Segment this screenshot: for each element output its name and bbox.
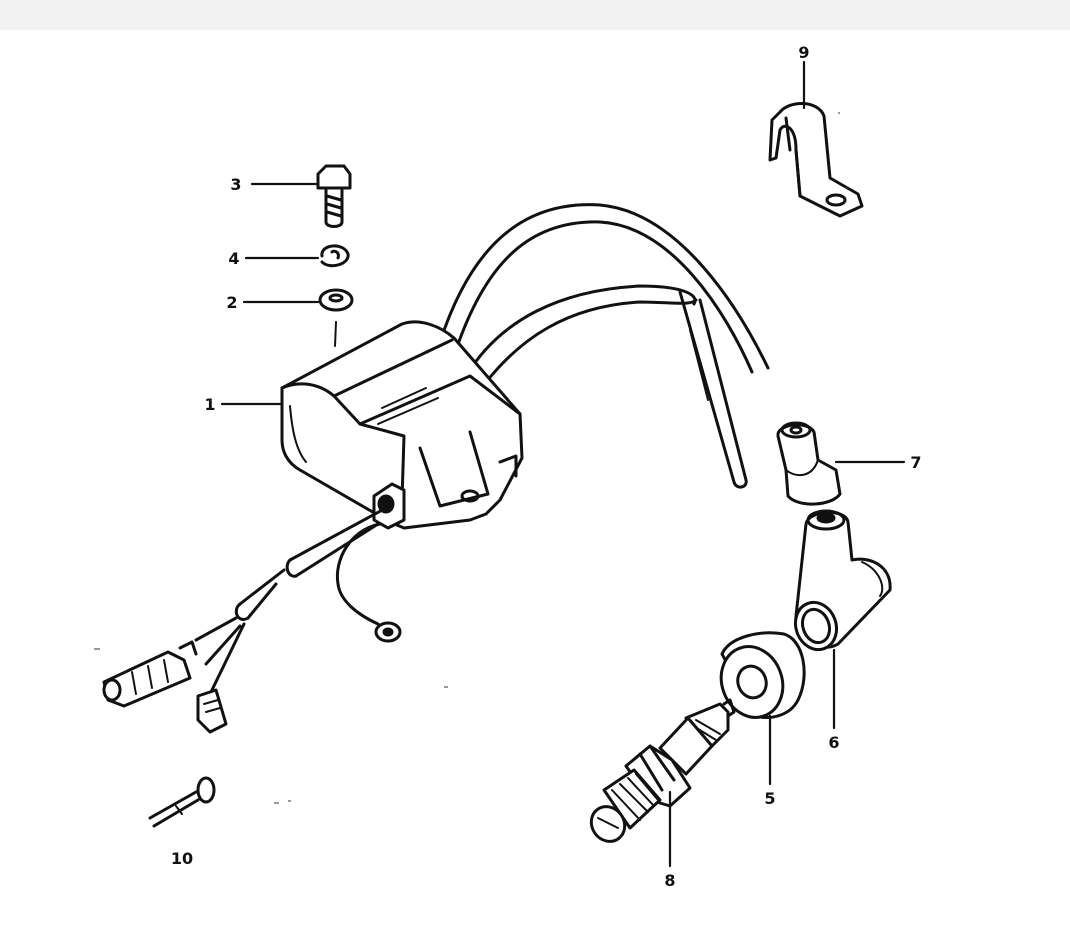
ignition-coil-unit: [280, 320, 524, 530]
callout-7: 7: [910, 453, 921, 472]
callout-3: 3: [230, 175, 241, 194]
callout-4: 4: [228, 249, 239, 268]
callout-8: 8: [664, 871, 675, 890]
top-bar: [0, 0, 1070, 30]
callout-6: 6: [828, 733, 839, 752]
callout-1: 1: [204, 395, 215, 414]
callout-9: 9: [798, 43, 809, 62]
print-specks: [94, 112, 840, 804]
callout-5: 5: [764, 789, 775, 808]
rubber-seal: [719, 631, 806, 719]
callout-2: 2: [226, 293, 237, 312]
callout-labels: 9 3 4 2 1 7 6 5 8 10: [171, 43, 922, 890]
leader-lines: [220, 60, 906, 868]
cable-clamp: [768, 102, 864, 218]
terminal-pin: [148, 776, 216, 828]
washer: [318, 288, 354, 347]
cap-boot: [776, 421, 842, 506]
lock-washer: [320, 244, 350, 268]
ht-cables: [438, 203, 770, 489]
spark-plug: [589, 698, 736, 843]
callout-10: 10: [171, 849, 193, 868]
bolt: [316, 164, 352, 228]
plug-cap: [793, 509, 892, 652]
low-tension-harness: [102, 506, 402, 734]
